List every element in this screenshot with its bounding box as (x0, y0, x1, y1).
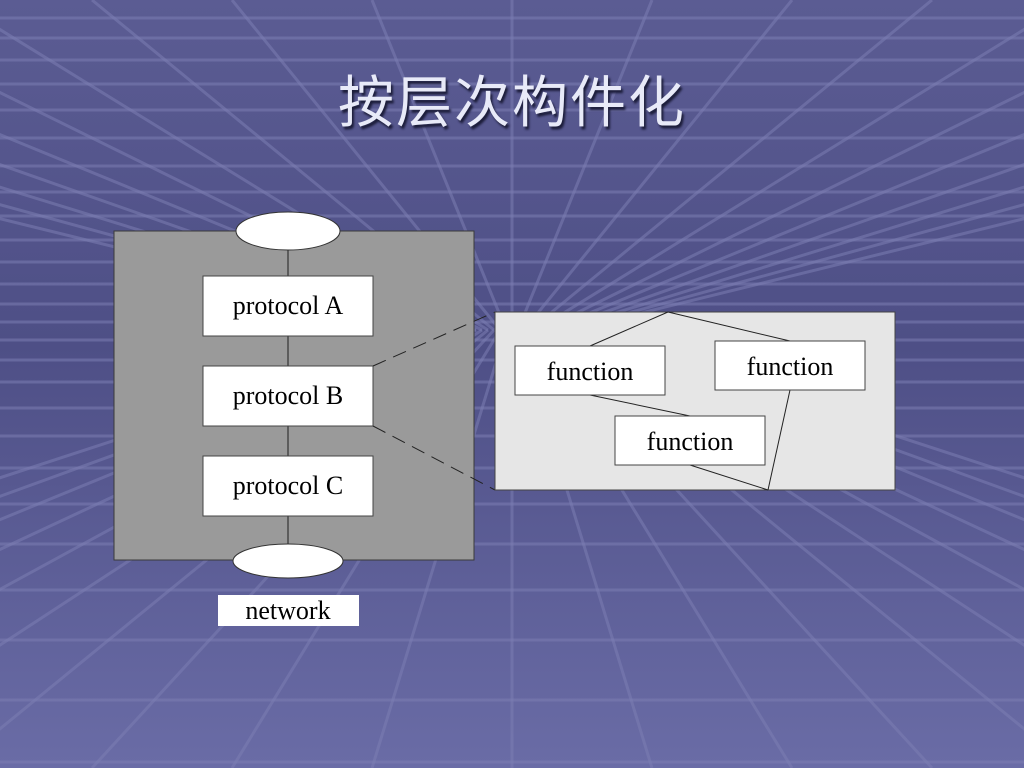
function-box-1: function (514, 345, 666, 396)
function-box-2: function (714, 340, 866, 391)
zoom-line-top (372, 311, 496, 367)
function-connectors (589, 311, 791, 491)
protocol-layer-a: protocol A (202, 275, 374, 337)
background-grid-line (571, 217, 1024, 332)
network-label: network (245, 596, 330, 625)
function-box-3: function (614, 415, 766, 466)
slide-title: 按层次构件化 (338, 71, 686, 136)
protocol-layer-c: protocol C (202, 455, 374, 517)
function-box-1-label: function (547, 357, 634, 386)
protocol-layer-b: protocol B (202, 365, 374, 427)
network-label-box: network (218, 595, 359, 626)
protocol-layer-b-label: protocol B (233, 381, 344, 410)
protocol-layer-a-label: protocol A (233, 291, 344, 320)
upper-interface-ellipse (235, 211, 341, 251)
protocol-layer-c-label: protocol C (233, 471, 344, 500)
background-grid-line (565, 203, 1024, 332)
function-box-2-label: function (747, 352, 834, 381)
background-grid-line (559, 185, 1024, 332)
network-interface-ellipse (232, 543, 344, 579)
function-box-3-label: function (647, 427, 734, 456)
zoom-line-bottom (372, 425, 496, 491)
